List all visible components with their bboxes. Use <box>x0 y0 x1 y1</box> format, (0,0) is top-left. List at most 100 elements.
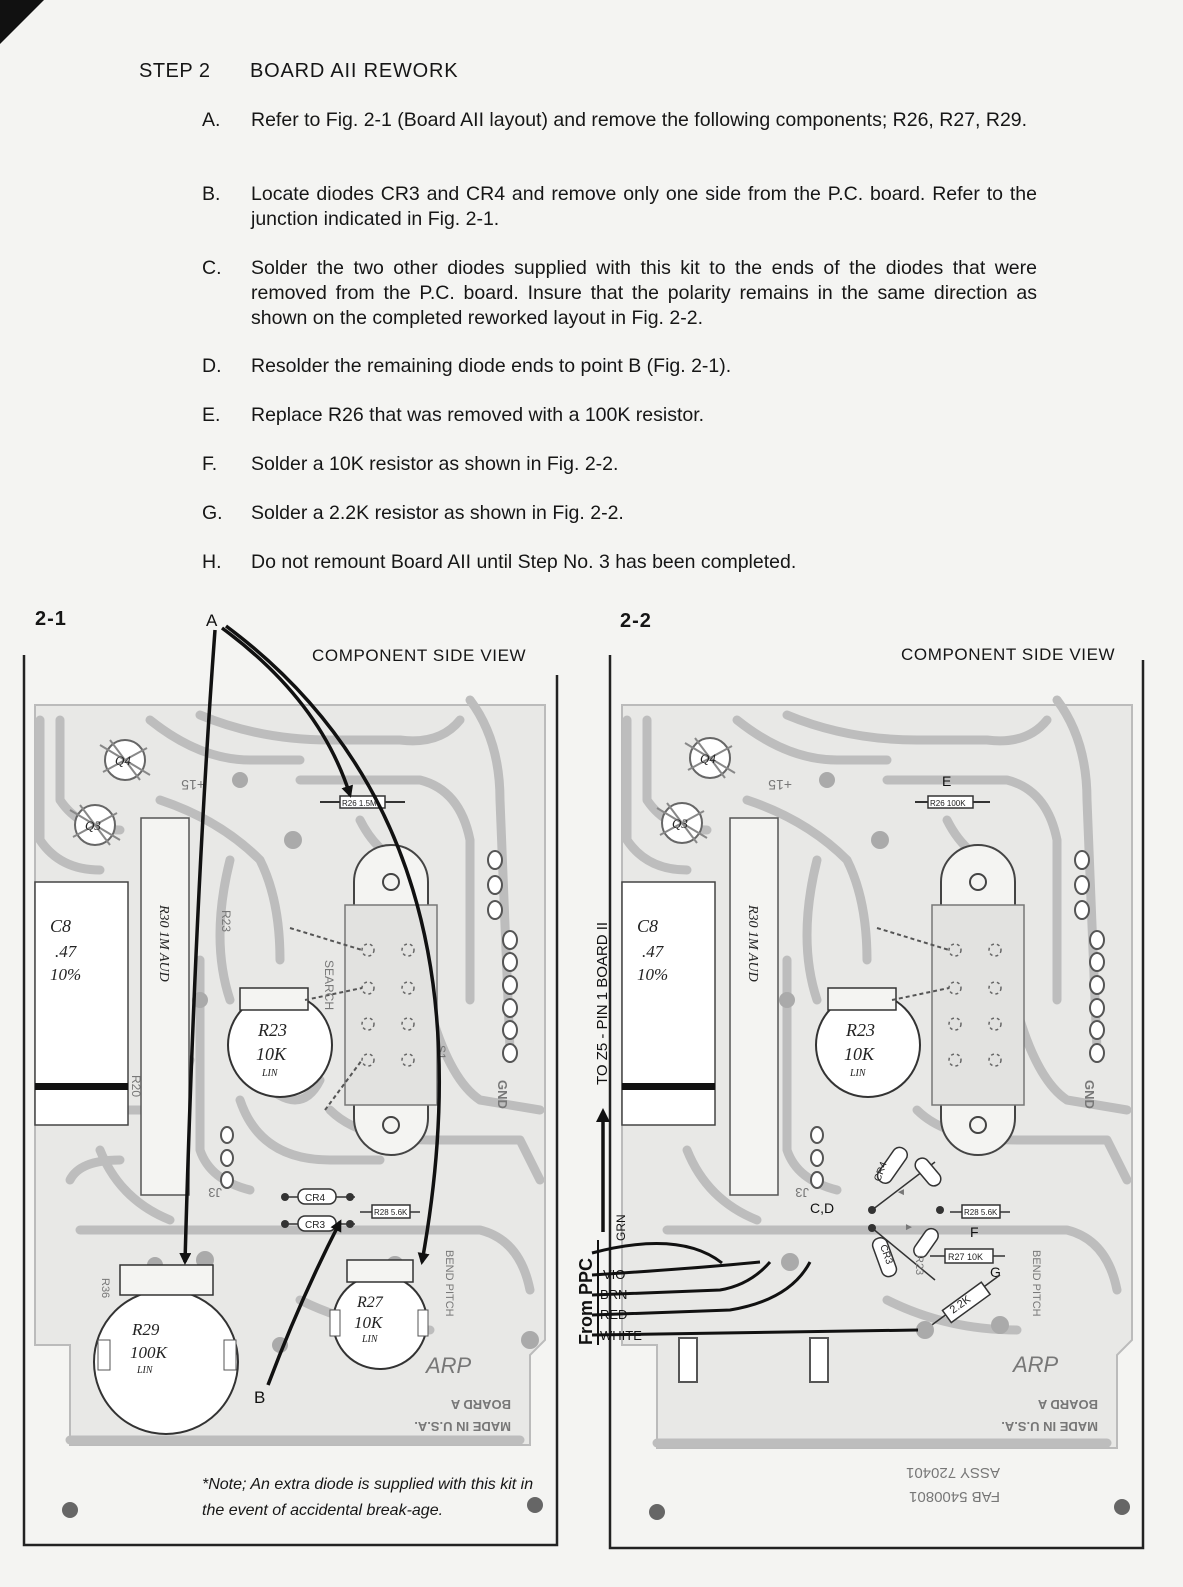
transistor-q3: Q3 <box>69 804 121 846</box>
marker-g: G <box>990 1264 1001 1280</box>
svg-text:R29: R29 <box>131 1320 160 1339</box>
marker-cd: C,D <box>810 1200 834 1216</box>
copper-traces <box>622 695 1132 1448</box>
step-number: STEP 2 <box>139 60 211 82</box>
marker-f: F <box>970 1224 979 1240</box>
svg-text:R20: R20 <box>129 1075 143 1097</box>
potentiometer-r30: R30 1M AUD <box>729 817 779 1196</box>
instruction-text: Solder a 2.2K resistor as shown in Fig. … <box>251 502 624 524</box>
resistor-r26: R26 1.5M <box>320 795 405 809</box>
potentiometer-r23: R23 10K LIN <box>815 987 921 1098</box>
pointer-a-label: A <box>206 611 218 630</box>
svg-text:10K: 10K <box>844 1044 875 1064</box>
svg-text:J3: J3 <box>795 1185 809 1200</box>
svg-text:R23: R23 <box>219 910 233 932</box>
svg-text:C8: C8 <box>50 916 71 936</box>
wire-white <box>591 1328 919 1337</box>
svg-text:.47: .47 <box>642 942 665 961</box>
svg-text:MADE IN U.S.A.: MADE IN U.S.A. <box>1001 1419 1098 1434</box>
resistor-r27-10k: R27 10K <box>930 1248 1005 1264</box>
svg-text:BOARD A: BOARD A <box>1037 1397 1098 1412</box>
svg-text:10%: 10% <box>637 965 668 984</box>
svg-text:10K: 10K <box>354 1313 384 1332</box>
svg-text:.47: .47 <box>55 942 78 961</box>
wire-label-vio: VIO <box>603 1267 625 1282</box>
diode-cr3: CR3 <box>871 1227 939 1281</box>
wire-label-grn: GRN <box>614 1214 628 1241</box>
svg-text:CR3: CR3 <box>305 1220 325 1231</box>
instruction-text: Do not remount Board AII until Step No. … <box>251 551 797 573</box>
svg-text:R36: R36 <box>99 1278 111 1298</box>
to-z5-label: TO Z5 - PIN 1 BOARD II <box>594 922 611 1085</box>
instruction-text: Solder a 10K resistor as shown in Fig. 2… <box>251 453 619 475</box>
switch-component <box>289 844 438 1156</box>
wire-label-red: RED <box>600 1307 627 1322</box>
instruction-letter: F. <box>202 453 218 475</box>
svg-text:R26 100K: R26 100K <box>930 799 966 808</box>
svg-text:LIN: LIN <box>136 1365 154 1376</box>
svg-text:R27: R27 <box>356 1294 384 1311</box>
svg-text:GND: GND <box>495 1080 510 1109</box>
instruction-letter: G. <box>202 502 223 524</box>
connector-pins <box>1074 850 1105 1063</box>
svg-text:BOARD A: BOARD A <box>450 1397 511 1412</box>
svg-text:ARP: ARP <box>1011 1352 1059 1377</box>
instruction-letter: C. <box>202 257 222 279</box>
figure-2-1-label: 2-1 <box>35 608 67 630</box>
svg-text:Q3: Q3 <box>672 816 688 831</box>
svg-text:LIN: LIN <box>849 1068 867 1079</box>
svg-text:+15: +15 <box>768 777 792 793</box>
resistor-r28: R28 5.6K <box>950 1204 1010 1219</box>
wire-label-white: WHITE <box>600 1328 642 1343</box>
potentiometer-r30: R30 1M AUD <box>140 817 190 1196</box>
figure-2-2-label: 2-2 <box>620 610 652 632</box>
svg-text:R28 5.6K: R28 5.6K <box>374 1208 408 1217</box>
svg-text:+15: +15 <box>181 777 205 793</box>
svg-text:Q3: Q3 <box>85 818 101 833</box>
wire-grn <box>591 1242 723 1265</box>
figure-2-1-board: Q4 Q3 +15 -15 R26 1.5M C8 .47 10% R30 1M… <box>22 611 559 1547</box>
svg-text:R26 1.5M: R26 1.5M <box>342 799 377 808</box>
svg-text:R23: R23 <box>913 1255 925 1275</box>
svg-text:10K: 10K <box>256 1044 287 1064</box>
instruction-text: Refer to Fig. 2-1 (Board AII layout) and… <box>251 109 1028 131</box>
svg-text:LIN: LIN <box>261 1068 279 1079</box>
diode-cr4: CR4 <box>871 1146 942 1211</box>
svg-text:R30 1M AUD: R30 1M AUD <box>156 904 171 982</box>
wire-red <box>591 1261 812 1317</box>
svg-text:GND: GND <box>1082 1080 1097 1109</box>
svg-text:ARP: ARP <box>424 1353 472 1378</box>
svg-text:Q4: Q4 <box>700 751 716 766</box>
capacitor-c8: C8 .47 10% <box>34 881 129 1126</box>
transistor-q4: Q4 <box>684 737 736 779</box>
svg-text:R27 10K: R27 10K <box>948 1252 983 1262</box>
instruction-letter: E. <box>202 404 221 426</box>
connector-pins <box>487 850 518 1063</box>
marker-e: E <box>942 773 951 789</box>
instruction-text: Locate diodes CR3 and CR4 and remove onl… <box>251 183 1037 230</box>
capacitor-c8: C8 .47 10% <box>621 881 716 1126</box>
svg-text:Q4: Q4 <box>115 753 131 768</box>
svg-text:R30 1M AUD: R30 1M AUD <box>745 904 760 982</box>
figure-2-1-note: *Note; An extra diode is supplied with t… <box>202 1476 534 1519</box>
svg-text:C8: C8 <box>637 916 658 936</box>
instruction-text: Resolder the remaining diode ends to poi… <box>251 355 732 377</box>
figure-2-1-view-label: COMPONENT SIDE VIEW <box>312 646 527 665</box>
transistor-q4: Q4 <box>99 739 151 781</box>
instruction-letter: B. <box>202 183 221 205</box>
potentiometer-r27: R27 10K LIN <box>329 1259 429 1370</box>
switch-component <box>876 844 1025 1156</box>
instruction-letter: A. <box>202 109 221 131</box>
svg-text:10%: 10% <box>50 965 81 984</box>
svg-text:◄: ◄ <box>896 1187 906 1198</box>
svg-text:100K: 100K <box>130 1343 169 1362</box>
resistor-r26: R26 100K <box>915 795 990 809</box>
potentiometer-r23: R23 10K LIN <box>227 987 333 1098</box>
svg-text:CR4: CR4 <box>305 1193 325 1204</box>
instruction-text: Replace R26 that was removed with a 100K… <box>251 404 705 426</box>
potentiometer-r29: R29 100K LIN <box>93 1264 239 1435</box>
transistor-q3: Q3 <box>656 802 708 844</box>
svg-text:►: ► <box>904 1222 914 1233</box>
svg-text:R23: R23 <box>257 1020 287 1040</box>
